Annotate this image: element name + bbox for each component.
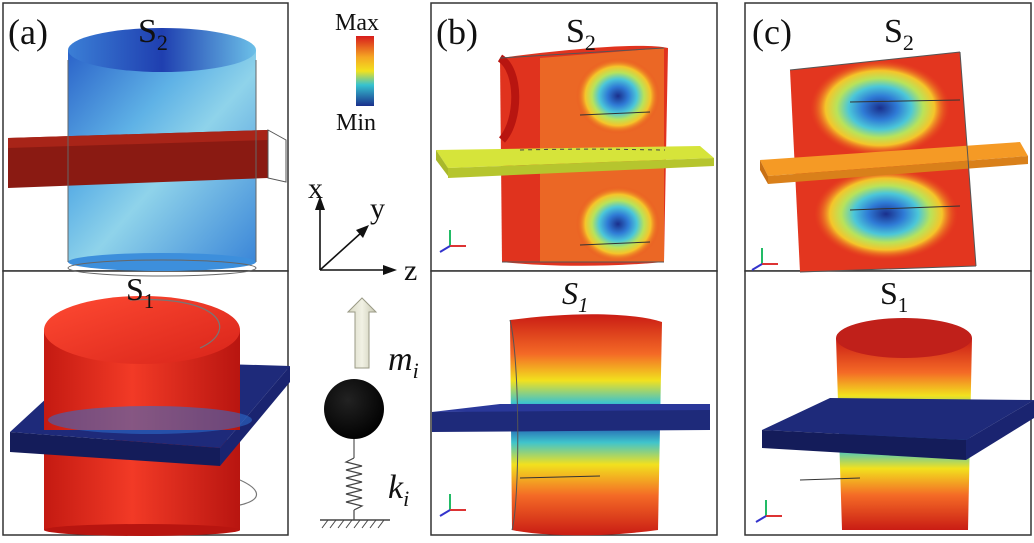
panel-b-label: (b) [436, 12, 478, 52]
mass-label: mi [388, 341, 419, 383]
panel-c-top-triad-icon [751, 248, 778, 271]
panel-b-bottom-title: S1 [562, 275, 589, 317]
panel-c-top-title: S2 [884, 13, 914, 55]
panel-c-bottom-model [762, 318, 1034, 530]
colorbar-gradient [356, 36, 374, 106]
mass-spring-oscillator: mi ki [320, 297, 419, 529]
panel-c-top-model [760, 51, 1028, 273]
panel-b-top-model [436, 45, 714, 266]
panel-b-top-triad-icon [439, 230, 466, 253]
spring-label: ki [388, 469, 409, 511]
panel-a-top-title: S2 [138, 13, 168, 55]
panel-c: (c) S2 S1 [744, 2, 1034, 536]
panel-a: (a) S2 S1 [2, 2, 290, 536]
panel-a-label: (a) [8, 12, 48, 52]
panel-c-bottom-triad-icon [755, 500, 782, 523]
axes-diagram: x y z [308, 172, 417, 287]
panel-a-bottom-title: S1 [126, 271, 154, 313]
panel-a-bottom-model [10, 296, 290, 536]
axis-z-label: z [404, 254, 417, 287]
panel-b: (b) S2 S1 [430, 2, 718, 536]
panel-b-bottom-model [432, 314, 710, 536]
colorbar: Max Min [335, 10, 379, 136]
panel-b-top-title: S2 [566, 13, 596, 55]
panel-c-bottom-title: S1 [880, 275, 908, 317]
mass-ball [324, 379, 384, 439]
panel-a-top-model [8, 28, 287, 277]
panel-b-bottom-triad-icon [439, 494, 466, 517]
panel-c-label: (c) [752, 12, 792, 52]
axis-x-label: x [308, 172, 323, 205]
colorbar-min-label: Min [336, 110, 376, 136]
up-arrow-icon [346, 297, 378, 369]
spring-icon [344, 457, 364, 511]
colorbar-max-label: Max [335, 10, 379, 36]
axis-y-label: y [370, 192, 385, 225]
